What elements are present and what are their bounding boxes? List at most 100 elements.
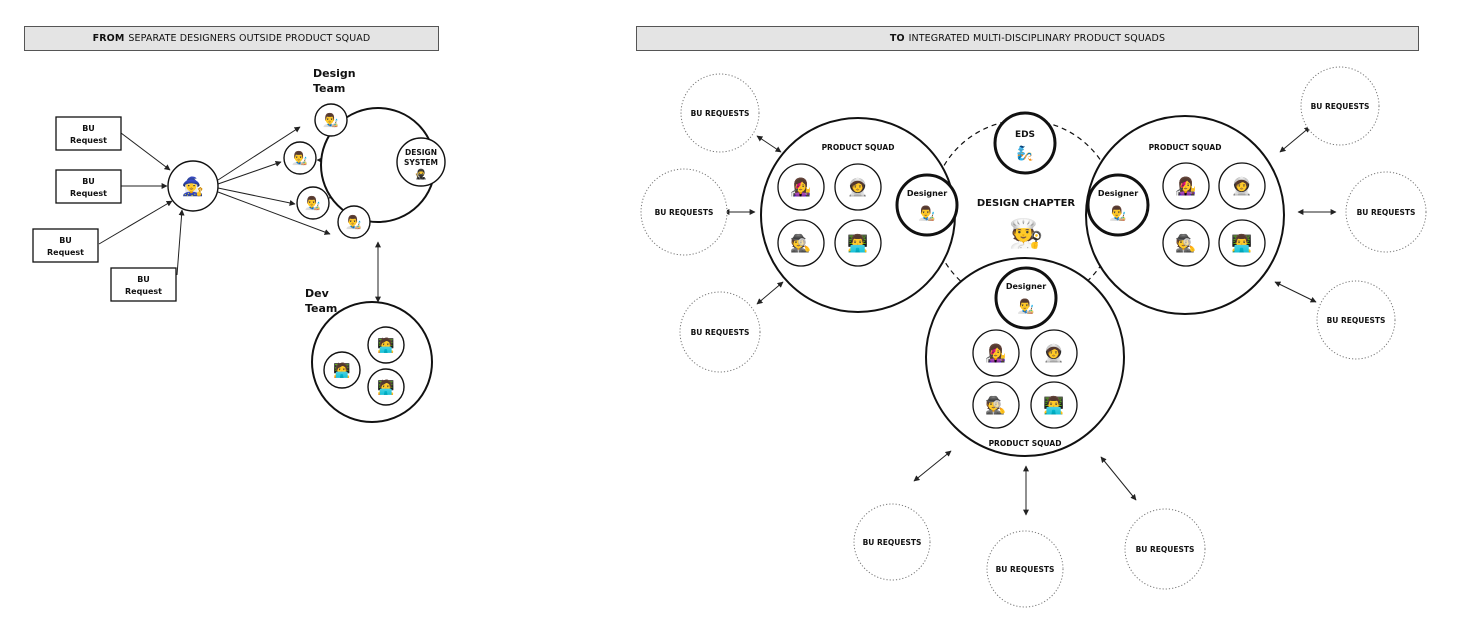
eds-circle — [993, 111, 1057, 175]
designer-circle-bottom — [994, 266, 1058, 330]
developer-icon: 🧑‍💻 — [333, 361, 350, 379]
bu-requests-label: BU REQUESTS — [691, 328, 750, 337]
squad-member-circle — [1218, 162, 1266, 210]
squad-member-icon: 👩‍🎤 — [1175, 176, 1196, 197]
designer-icon: 👨‍🎨 — [292, 151, 309, 167]
designer-circle — [337, 205, 371, 239]
squad-member-icon: 🧑‍🚀 — [1043, 343, 1064, 364]
bu-requests-label: BU REQUESTS — [996, 565, 1055, 574]
squad-member-icon: 🧑‍🚀 — [1231, 176, 1252, 197]
developer-icon: 🧑‍💻 — [377, 336, 394, 354]
connector-arrow — [176, 209, 185, 276]
dev-team-label: Team — [305, 302, 337, 315]
connector-arrow — [217, 187, 296, 206]
bu-requests-circle — [1124, 508, 1206, 590]
squad-member-circle — [1030, 329, 1078, 377]
bu-requests-label: BU REQUESTS — [1136, 545, 1195, 554]
designer-icon: 👨‍🎨 — [323, 113, 340, 129]
eds-icon: 🧞 — [1016, 145, 1033, 162]
squad-member-circle — [1162, 162, 1210, 210]
designer-icon: 👨‍🎨 — [1109, 205, 1127, 222]
design-team-label: Team — [313, 82, 345, 95]
bu-request-label: Request — [47, 248, 84, 257]
squad-member-icon: 👨‍💻 — [1231, 233, 1252, 254]
bu-request-label: Request — [70, 136, 107, 145]
developer-circle — [367, 326, 405, 364]
requester-icon: 🧙‍♀️ — [182, 175, 204, 197]
connector-arrow — [1100, 456, 1137, 501]
bu-requests-circle — [853, 503, 931, 581]
connector-arrow — [913, 450, 952, 482]
bu-request-label: BU — [59, 236, 72, 245]
squad-member-circle — [972, 329, 1020, 377]
product-squad-label: PRODUCT SQUAD — [989, 439, 1062, 448]
bu-requests-circle — [986, 530, 1064, 608]
right-header: TO INTEGRATED MULTI-DISCIPLINARY PRODUCT… — [636, 26, 1419, 51]
connector-arrow — [98, 200, 173, 245]
bu-requests-circle — [1300, 66, 1380, 146]
design-chapter-label: DESIGN CHAPTER — [977, 198, 1076, 209]
squad-member-circle — [777, 163, 825, 211]
squad-member-icon: 🕵️ — [790, 233, 811, 254]
design-team-label: Design — [313, 67, 356, 80]
squad-member-icon: 👨‍💻 — [1043, 395, 1064, 416]
bu-requests-label: BU REQUESTS — [1357, 208, 1416, 217]
designer-icon: 👨‍🎨 — [1017, 298, 1035, 315]
squad-member-icon: 🕵️ — [1175, 233, 1196, 254]
connector-arrow — [1279, 126, 1311, 153]
product-squad-label: PRODUCT SQUAD — [1149, 143, 1222, 152]
bu-requests-label: BU REQUESTS — [691, 109, 750, 118]
squad-member-icon: 🧑‍🚀 — [847, 177, 868, 198]
left-header-text: SEPARATE DESIGNERS OUTSIDE PRODUCT SQUAD — [128, 33, 371, 44]
designer-icon: 👨‍🎨 — [305, 196, 322, 212]
requester-circle — [167, 160, 219, 212]
designer-label: Designer — [907, 189, 947, 198]
squad-member-circle — [834, 219, 882, 267]
dev-team-label: Dev — [305, 287, 330, 300]
squad-member-circle — [1218, 219, 1266, 267]
design-system-icon: 🥷 — [415, 168, 427, 181]
connector-arrow — [1274, 281, 1317, 303]
bu-request-box — [55, 169, 122, 204]
squad-member-icon: 👩‍🎤 — [985, 343, 1006, 364]
bu-request-label: Request — [125, 287, 162, 296]
developer-icon: 🧑‍💻 — [377, 378, 394, 396]
bu-request-box — [110, 267, 177, 302]
designer-label: Designer — [1098, 189, 1138, 198]
bu-request-label: BU — [137, 275, 150, 284]
designer-label: Designer — [1006, 282, 1046, 291]
squad-member-icon: 👨‍💻 — [847, 233, 868, 254]
squad-member-circle — [834, 163, 882, 211]
connector-arrow — [120, 132, 171, 171]
bu-requests-circle — [679, 291, 761, 373]
bu-request-label: Request — [70, 189, 107, 198]
squad-member-circle — [1030, 381, 1078, 429]
right-header-bold: TO — [889, 33, 905, 44]
developer-circle — [323, 351, 361, 389]
chapter-lead-icon: 🧑‍🍳 — [1009, 217, 1044, 250]
bu-requests-label: BU REQUESTS — [655, 208, 714, 217]
connector-arrow — [217, 160, 282, 185]
designer-circle — [283, 141, 317, 175]
bu-requests-label: BU REQUESTS — [1327, 316, 1386, 325]
designer-circle — [314, 103, 348, 137]
product-squad-label: PRODUCT SQUAD — [822, 143, 895, 152]
bu-requests-circle — [1345, 171, 1427, 253]
designer-circle-right — [1086, 173, 1150, 237]
designer-circle-left — [895, 173, 959, 237]
design-system-circle — [396, 137, 446, 187]
bu-requests-circle — [640, 168, 728, 256]
bu-requests-circle — [1316, 280, 1396, 360]
left-header-bold: FROM — [92, 33, 125, 44]
squad-member-circle — [972, 381, 1020, 429]
bu-request-label: BU — [82, 124, 95, 133]
design-system-label: SYSTEM — [404, 158, 438, 167]
left-header: FROM SEPARATE DESIGNERS OUTSIDE PRODUCT … — [24, 26, 439, 51]
squad-member-circle — [777, 219, 825, 267]
right-header-text: INTEGRATED MULTI-DISCIPLINARY PRODUCT SQ… — [908, 33, 1166, 44]
bu-requests-label: BU REQUESTS — [1311, 102, 1370, 111]
eds-label: EDS — [1015, 130, 1035, 140]
squad-member-icon: 🕵️ — [985, 395, 1006, 416]
designer-icon: 👨‍🎨 — [918, 205, 936, 222]
